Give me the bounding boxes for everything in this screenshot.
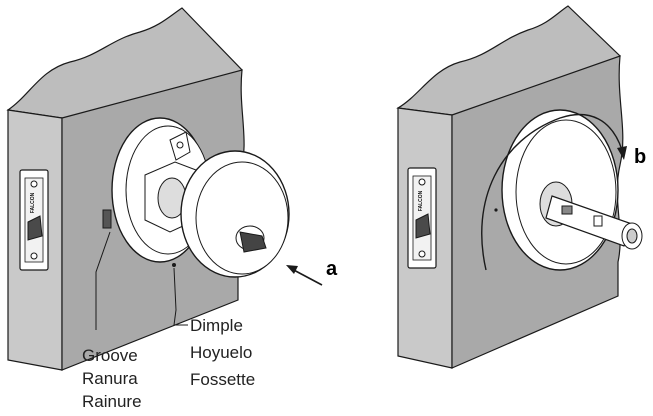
right-plate-text: FALCON <box>418 190 424 211</box>
dimple-label-es: Hoyuelo <box>190 343 252 362</box>
label-a: a <box>326 258 338 280</box>
dimple-mark <box>172 263 176 267</box>
groove-label-en: Groove <box>82 346 138 365</box>
dimple-label-en: Dimple <box>190 316 243 335</box>
dimple-leader <box>173 267 188 326</box>
right-latch-plate: FALCON <box>407 167 437 269</box>
arrow-a <box>286 265 323 286</box>
groove-mark <box>102 209 112 229</box>
arrow-b <box>481 113 627 271</box>
dimple-labels: Dimple Hoyuelo Fossette <box>190 316 255 389</box>
groove-label-es: Ranura <box>82 369 138 388</box>
groove-labels: Groove Ranura Rainure <box>82 346 142 411</box>
left-knob <box>172 150 290 278</box>
right-spindle <box>545 195 643 250</box>
left-plate-text: FALCON <box>30 192 36 213</box>
right-door-assembly: FALCON b <box>396 5 646 369</box>
dimple-label-fr: Fossette <box>190 370 255 389</box>
groove-leader <box>95 231 111 330</box>
left-latch-plate: FALCON <box>19 169 49 271</box>
groove-label-fr: Rainure <box>82 392 142 411</box>
label-b: b <box>634 146 646 168</box>
left-door-assembly: FALCON a <box>6 7 338 411</box>
